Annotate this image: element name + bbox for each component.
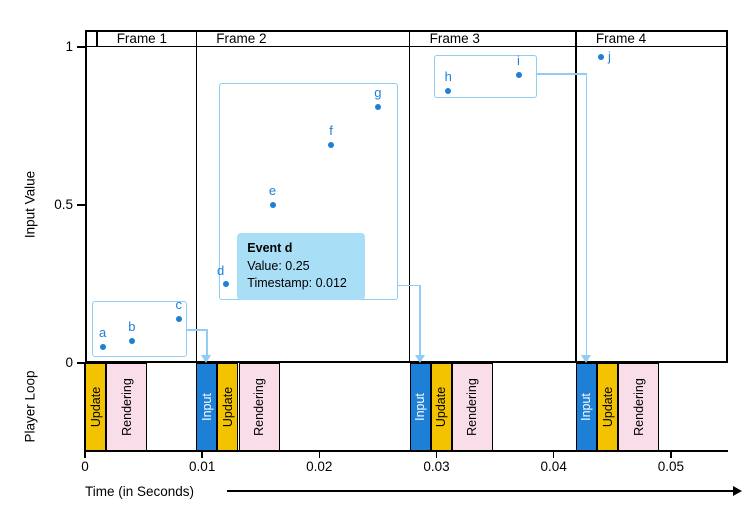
event-point[interactable] xyxy=(99,344,106,351)
group-connector-h xyxy=(397,284,421,287)
player-loop-bar-label: Update xyxy=(88,386,103,428)
x-tick-label: 0.04 xyxy=(540,459,567,474)
group-connector-v xyxy=(419,285,421,356)
event-point[interactable] xyxy=(515,72,522,79)
player-loop-bar-rendering: Rendering xyxy=(238,363,280,451)
player-loop-bar-label: Input xyxy=(199,393,214,421)
player-loop-bar-rendering: Rendering xyxy=(451,363,493,451)
y-axis-title: Input Value xyxy=(22,170,38,239)
player-loop-bar-label: Rendering xyxy=(252,378,266,436)
event-tooltip-timestamp: Timestamp: 0.012 xyxy=(247,276,347,291)
player-loop-bar-rendering: Rendering xyxy=(106,363,148,451)
event-label: j xyxy=(608,48,611,64)
event-label: g xyxy=(374,85,382,100)
frame-header-divider xyxy=(85,45,728,47)
player-loop-bar-label: Update xyxy=(434,386,449,428)
event-point[interactable] xyxy=(269,202,276,208)
x-tick-label: 0 xyxy=(81,459,89,474)
frame-boundary-line xyxy=(408,30,411,363)
player-loop-bar-update: Update xyxy=(430,363,452,451)
arrowhead-right-icon xyxy=(733,485,742,496)
event-point[interactable] xyxy=(374,104,381,110)
event-label: h xyxy=(444,69,452,85)
frame-label: Frame 4 xyxy=(595,31,647,46)
x-tick-label: 0.02 xyxy=(306,459,333,474)
y-tick-label: 1 xyxy=(65,39,73,54)
player-loop-bar-input: Input xyxy=(409,363,431,451)
event-point[interactable] xyxy=(597,53,604,60)
plot-area xyxy=(85,30,728,363)
arrowhead-down-icon xyxy=(201,355,212,363)
event-label: e xyxy=(268,183,277,198)
frame-boundary-line xyxy=(575,30,577,363)
player-loop-bar-input: Input xyxy=(196,363,218,451)
time-arrow-line xyxy=(227,490,733,492)
event-group-box xyxy=(92,301,187,357)
frame-boundary-line xyxy=(96,30,98,46)
x-tick xyxy=(201,451,203,458)
event-tooltip-title: Event d xyxy=(247,241,293,256)
x-tick-label: 0.03 xyxy=(423,459,450,474)
group-connector-v xyxy=(206,329,208,356)
event-label: f xyxy=(329,123,333,138)
x-axis-line xyxy=(85,449,728,452)
event-label: b xyxy=(128,318,136,334)
y-tick xyxy=(77,204,85,206)
event-label: a xyxy=(98,325,107,341)
player-loop-bar-input: Input xyxy=(575,363,597,451)
frame-label: Frame 3 xyxy=(429,31,480,46)
player-loop-bar-update: Update xyxy=(85,363,107,451)
frame-boundary-line xyxy=(195,30,198,363)
player-loop-bar-label: Update xyxy=(600,386,615,428)
event-label: c xyxy=(175,296,182,312)
player-loop-bar-label: Rendering xyxy=(631,378,646,436)
y-tick-label: 0.5 xyxy=(54,197,73,212)
x-tick-label: 0.01 xyxy=(189,459,216,474)
group-connector-h xyxy=(537,73,588,75)
player-loop-axis-title: Player Loop xyxy=(22,370,38,443)
x-axis-title: Time (in Seconds) xyxy=(85,484,195,499)
x-tick-label: 0.05 xyxy=(657,459,685,474)
player-loop-bar-label: Rendering xyxy=(119,378,134,436)
player-loop-bar-label: Update xyxy=(220,386,235,428)
x-tick xyxy=(318,451,321,458)
player-loop-bar-rendering: Rendering xyxy=(618,363,660,451)
group-connector-h xyxy=(186,329,208,331)
event-point[interactable] xyxy=(445,88,452,95)
event-point[interactable] xyxy=(328,142,335,148)
event-point[interactable] xyxy=(222,281,229,287)
y-tick-label: 0 xyxy=(65,355,73,370)
player-loop-bar-update: Update xyxy=(217,363,239,451)
player-loop-bar-label: Input xyxy=(579,393,594,421)
event-label: d xyxy=(216,263,225,278)
player-loop-bar-update: Update xyxy=(597,363,619,451)
player-loop-bar-label: Rendering xyxy=(465,378,480,436)
event-point[interactable] xyxy=(128,337,135,344)
player-loop-bar-label: Input xyxy=(413,393,428,421)
event-tooltip: Event d Value: 0.25 Timestamp: 0.012 xyxy=(237,233,366,301)
y-tick xyxy=(77,46,85,48)
frame-label: Frame 2 xyxy=(216,31,267,46)
group-connector-v xyxy=(585,73,588,356)
x-tick xyxy=(84,451,86,458)
x-tick xyxy=(435,451,438,458)
event-tooltip-value: Value: 0.25 xyxy=(247,259,310,274)
frame-label: Frame 1 xyxy=(116,31,167,46)
event-group-box xyxy=(434,54,538,98)
arrowhead-down-icon xyxy=(581,355,591,363)
y-tick xyxy=(77,362,85,364)
x-tick xyxy=(552,451,555,458)
arrowhead-down-icon xyxy=(414,355,425,363)
x-tick xyxy=(670,451,672,458)
event-label: i xyxy=(517,53,520,69)
event-point[interactable] xyxy=(175,315,182,322)
